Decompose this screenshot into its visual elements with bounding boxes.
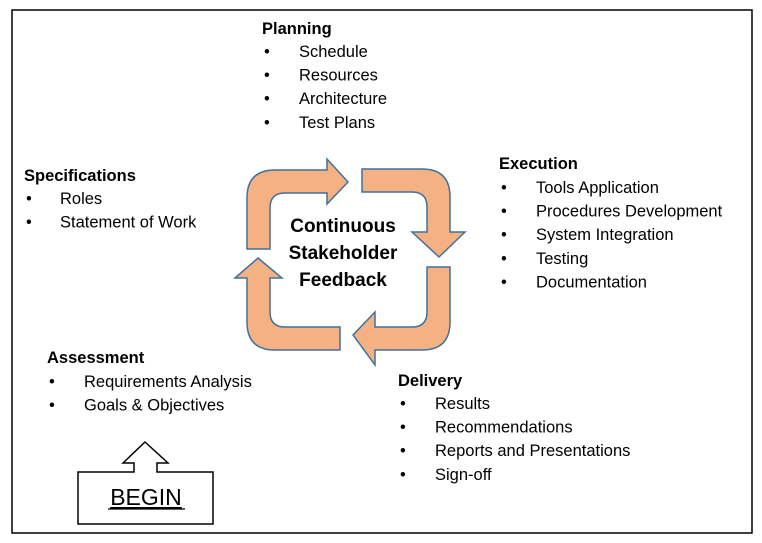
list-item: Architecture: [299, 90, 387, 108]
bullet-icon: •: [501, 226, 507, 244]
bullet-icon: •: [26, 190, 32, 208]
arrow-bottom-right: [352, 266, 451, 368]
list-item: Requirements Analysis: [84, 373, 252, 391]
list-item: Statement of Work: [60, 214, 197, 232]
list-item: Testing: [536, 250, 588, 268]
begin-button[interactable]: BEGIN: [77, 440, 214, 525]
bullet-icon: •: [264, 67, 270, 85]
list-item: Procedures Development: [536, 203, 723, 221]
center-label: Continuous Stakeholder Feedback: [289, 216, 398, 291]
bullet-icon: •: [264, 90, 270, 108]
specifications-title: Specifications: [24, 167, 136, 185]
delivery-section: Delivery • Results • Recommendations • Reports…: [398, 372, 630, 484]
bullet-icon: •: [400, 442, 406, 460]
list-item: Reports and Presentations: [435, 442, 630, 460]
bullet-icon: •: [400, 419, 406, 437]
planning-section: Planning • Schedule • Resources • Architecture…: [262, 20, 387, 132]
svg-text:Feedback: Feedback: [299, 270, 387, 291]
begin-label[interactable]: BEGIN: [110, 484, 182, 510]
svg-text:Stakeholder: Stakeholder: [289, 243, 398, 264]
delivery-title: Delivery: [398, 372, 463, 390]
assessment-title: Assessment: [47, 349, 145, 367]
list-item: System Integration: [536, 226, 674, 244]
list-item: Test Plans: [299, 114, 375, 132]
bullet-icon: •: [49, 373, 55, 391]
begin-arrow-shape: [77, 440, 214, 525]
list-item: Results: [435, 395, 490, 413]
list-item: Tools Application: [536, 179, 659, 197]
specifications-section: Specifications • Roles • Statement of Work: [24, 167, 197, 232]
list-item: Goals & Objectives: [84, 397, 224, 415]
svg-text:Continuous: Continuous: [290, 216, 396, 237]
bullet-icon: •: [49, 397, 55, 415]
bullet-icon: •: [400, 466, 406, 484]
list-item: Resources: [299, 67, 378, 85]
list-item: Documentation: [536, 273, 647, 291]
list-item: Sign-off: [435, 466, 492, 484]
bullet-icon: •: [501, 273, 507, 291]
bullet-icon: •: [501, 250, 507, 268]
bullet-icon: •: [26, 214, 32, 232]
list-item: Recommendations: [435, 419, 573, 437]
arrow-top-right: [361, 168, 467, 259]
bullet-icon: •: [501, 203, 507, 221]
list-item: Roles: [60, 190, 102, 208]
execution-section: Execution • Tools Application • Procedures D…: [499, 155, 723, 291]
bullet-icon: •: [501, 179, 507, 197]
bullet-icon: •: [400, 395, 406, 413]
bullet-icon: •: [264, 114, 270, 132]
list-item: Schedule: [299, 43, 368, 61]
arrow-top-left: [246, 157, 350, 250]
bullet-icon: •: [264, 43, 270, 61]
execution-title: Execution: [499, 155, 578, 173]
diagram-frame: [11, 9, 753, 534]
arrow-bottom-left: [232, 257, 341, 351]
planning-title: Planning: [262, 20, 332, 38]
assessment-section: Assessment • Requirements Analysis • Goals &…: [47, 349, 252, 415]
